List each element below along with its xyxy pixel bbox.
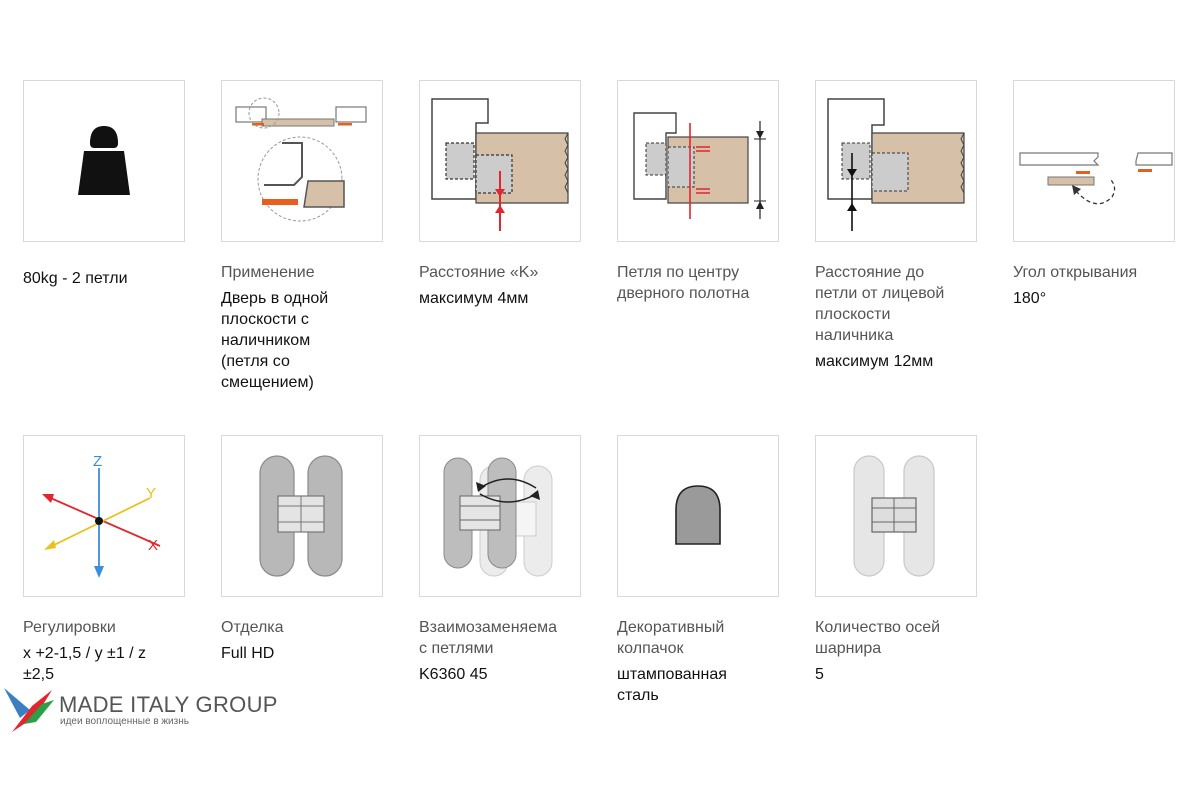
opening-angle-icon [1019,152,1173,205]
card-distance-face: Расстояние до петли от лицевой плоскости… [815,80,977,372]
card-weight: 80kg - 2 петли [23,80,185,289]
card-center-hinge: Петля по центру дверного полотна [617,80,779,309]
card-value: Full HD [221,645,275,662]
card-value: штампованная сталь [617,666,727,704]
card-value: максимум 12мм [815,353,934,370]
logo-mark-icon [4,688,54,732]
card-adjustments: Z Y X Регулировки x +2-1,5 / y ±1 / z ±2… [23,435,185,685]
axis-y-label: Y [146,485,156,502]
card-tile [1013,80,1175,242]
logo-name: MADE ITALY GROUP [59,692,278,717]
axes-count-icon [853,455,935,577]
axis-z-label: Z [93,453,102,470]
card-opening-angle: Угол открывания 180° [1013,80,1175,309]
card-value: x +2-1,5 / y ±1 / z ±2,5 [23,645,147,683]
card-axes-count: Количество осей шарнира 5 [815,435,977,685]
card-application: Применение Дверь в одной плоскости с нал… [221,80,383,393]
axis-x-label: X [148,537,158,554]
card-tile: Z Y X [23,435,185,597]
card-tile [815,80,977,242]
cap-icon [675,485,721,545]
brand-logo: MADE ITALY GROUP идеи воплощенные в жизн… [2,680,302,740]
card-tile [221,435,383,597]
finish-hinge-icon [259,455,343,577]
card-value: 80kg - 2 петли [23,270,128,287]
logo-tagline: идеи воплощенные в жизнь [60,716,189,727]
card-label: Декоративный колпачок [617,619,725,657]
card-tile [221,80,383,242]
card-interchange: Взаимозаменяема с петлями K6360 45 [419,435,581,685]
card-finish: Отделка Full HD [221,435,383,664]
card-distance-k: Расстояние «K» максимум 4мм [419,80,581,309]
card-label: Отделка [221,619,284,636]
weight-icon [78,126,130,195]
card-value: Дверь в одной плоскости с наличником (пе… [221,290,329,391]
distance-face-icon [827,98,965,231]
card-tile [419,80,581,242]
card-tile [617,80,779,242]
card-tile [617,435,779,597]
distance-k-icon [431,98,569,231]
card-tile [23,80,185,242]
adjust-axes-icon: Z Y X [42,453,161,578]
door-flush-icon [235,97,367,222]
card-value: 5 [815,666,824,683]
card-label: Количество осей шарнира [815,619,941,657]
card-value: K6360 45 [419,666,488,683]
card-label: Расстояние «K» [419,264,539,281]
center-hinge-icon [633,112,766,219]
card-cap: Декоративный колпачок штампованная сталь [617,435,779,706]
card-tile [419,435,581,597]
card-label: Расстояние до петли от лицевой плоскости… [815,264,945,344]
card-tile [815,435,977,597]
card-label: Взаимозаменяема с петлями [419,619,557,657]
card-label: Угол открывания [1013,264,1138,281]
interchange-icon [443,457,553,577]
card-value: максимум 4мм [419,290,529,307]
card-value: 180° [1013,290,1047,307]
card-label: Петля по центру дверного полотна [617,264,750,302]
card-label: Применение [221,264,315,281]
card-label: Регулировки [23,619,116,636]
